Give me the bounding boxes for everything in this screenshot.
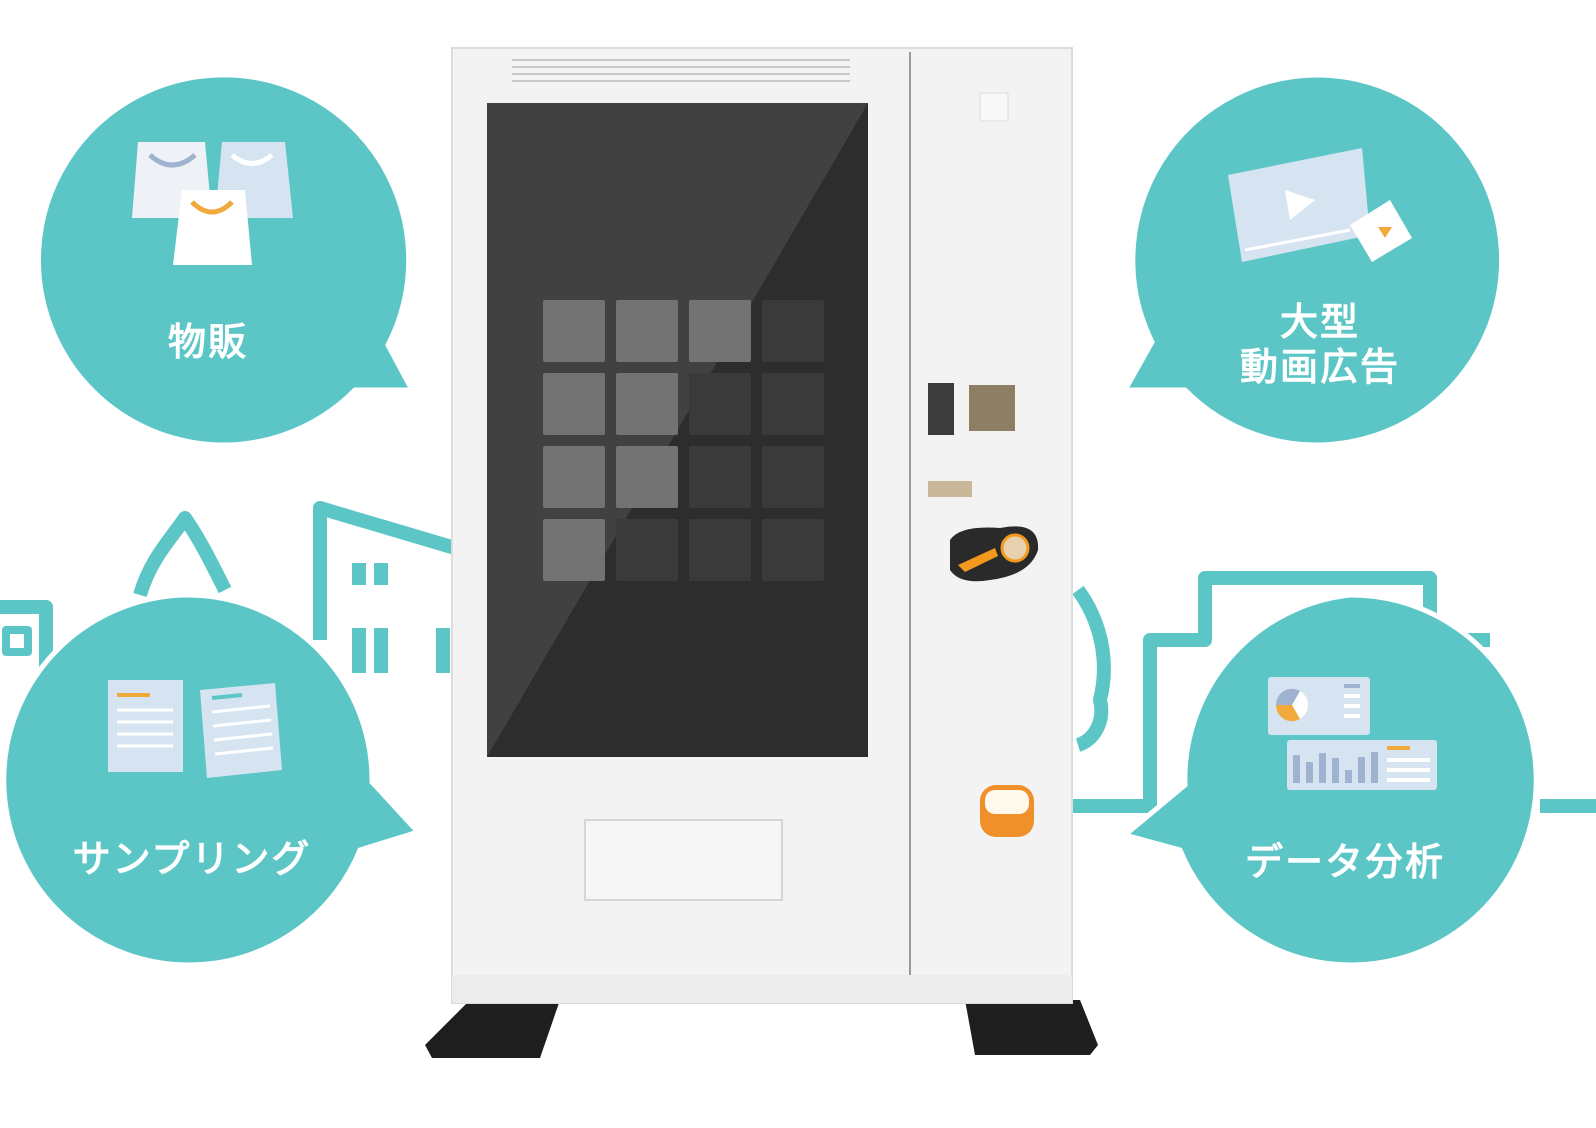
retail-label: 物販 [168,320,248,364]
screen-tile [543,300,605,362]
screen-tile [616,446,678,508]
shopping-bags-icon [132,142,293,265]
screen-tile [543,446,605,508]
left-foot [425,1000,560,1058]
coin-label [928,481,972,497]
vending-machine [425,47,1098,1058]
video-player-icon [1228,148,1412,262]
sampling-label: サンプリング [73,837,312,881]
bill-slot [969,385,1015,431]
ads-label-line1: 大型 [1280,300,1360,344]
bubble-ads: 大型 動画広告 [1120,72,1505,448]
card-slot [928,383,954,435]
screen-tile [689,300,751,362]
screen-tile [689,446,751,508]
ads-label-line2: 動画広告 [1240,345,1400,389]
documents-icon [108,680,282,778]
screen-tile [762,446,824,508]
screen-tile [762,519,824,581]
dashboard-charts-icon [1268,677,1437,790]
screen-tile [762,300,824,362]
product-outlet [584,819,783,901]
bubble-analytics: データ分析 [1119,592,1539,968]
screen-tile [689,373,751,435]
bubble-sampling: サンプリング [1,592,423,968]
analytics-label: データ分析 [1245,840,1445,884]
screen-tile-grid [543,300,824,581]
screen-tile [616,300,678,362]
screen-tile [616,519,678,581]
bubble-retail: 物販 [35,72,417,448]
right-foot [965,1000,1098,1055]
screen-tile [616,373,678,435]
screen-tile [543,373,605,435]
sensor-window [979,92,1009,122]
screen-tile [762,373,824,435]
screen-tile [689,519,751,581]
vent-grille [512,59,850,82]
screen-tile [543,519,605,581]
